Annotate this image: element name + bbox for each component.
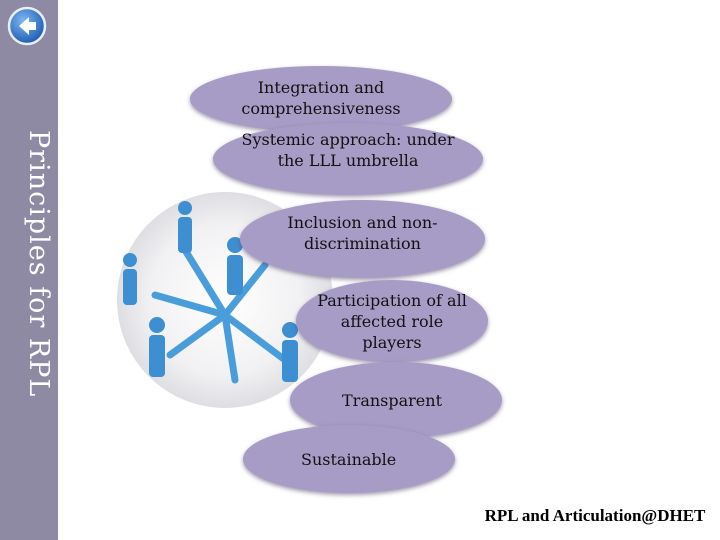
principle-systemic-approach: Systemic approach: under the LLL umbrell… [213, 123, 483, 195]
sidebar-title: Principles for RPL [23, 130, 54, 398]
back-button[interactable] [7, 6, 47, 46]
principle-integration: Integration and comprehensiveness [190, 66, 452, 132]
principle-participation: Participation of all affected role playe… [296, 280, 488, 362]
sidebar: Principles for RPL [0, 0, 58, 540]
principle-sustainable: Sustainable [243, 425, 455, 493]
back-arrow-icon [7, 6, 47, 46]
footer-text: RPL and Articulation@DHET [484, 506, 706, 525]
principle-inclusion: Inclusion and non-discrimination [240, 200, 485, 278]
